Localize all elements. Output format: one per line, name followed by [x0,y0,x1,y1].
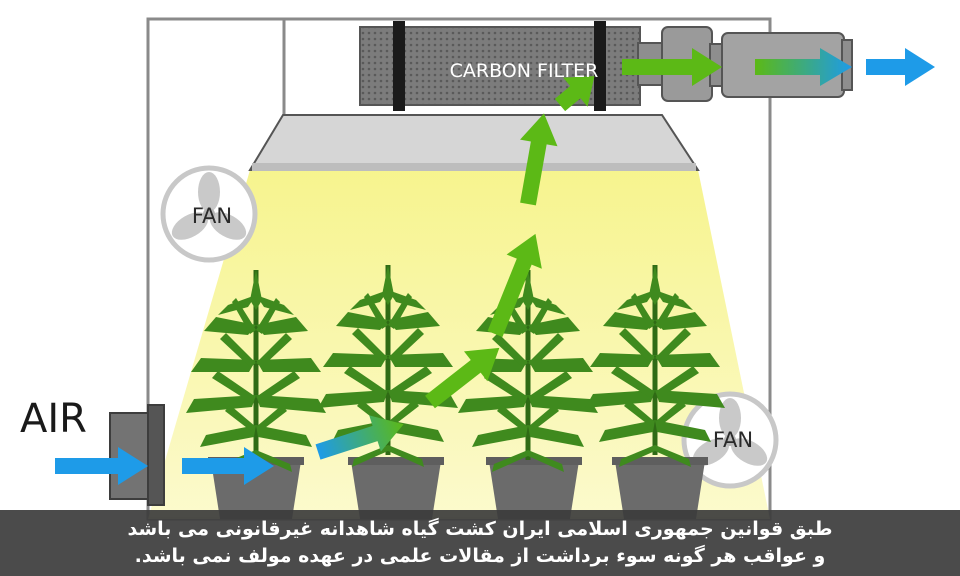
arrow-icon [755,48,852,86]
legal-disclaimer-banner: طبق قوانین جمهوری اسلامی ایران کشت گیاه … [0,510,960,576]
disclaimer-line: طبق قوانین جمهوری اسلامی ایران کشت گیاه … [127,518,833,540]
air-label: AIR [20,396,87,442]
arrow-icon [182,447,274,485]
grow-light-reflector [248,114,700,171]
arrow-icon [866,48,935,86]
arrow-icon [622,48,722,86]
arrow-icon [520,113,558,206]
carbon-filter-icon [359,21,641,111]
fan-label: FAN [713,428,753,452]
fan-label: FAN [192,204,232,228]
carbon-filter-label: CARBON FILTER [450,60,599,82]
arrow-icon [554,76,595,112]
arrow-icon [315,415,404,460]
arrow-icon [487,233,542,337]
disclaimer-line: و عواقب هر گونه سوء برداشت از مقالات علم… [134,545,826,567]
arrow-icon [425,347,500,409]
arrow-icon [55,447,148,485]
